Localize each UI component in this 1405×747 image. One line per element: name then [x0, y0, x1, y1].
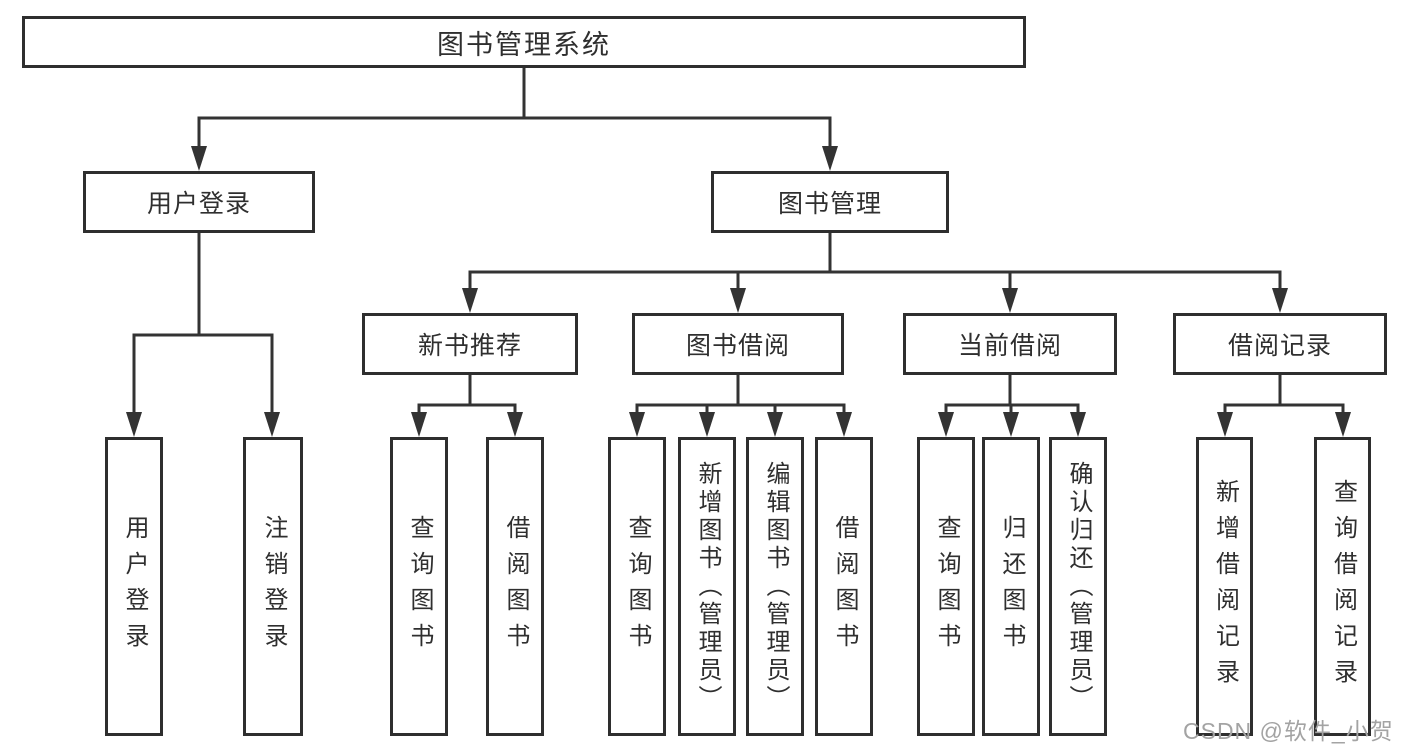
leaf-newbook-borrow-book: 借阅图书: [486, 437, 544, 736]
leaf-borrowing-query-book: 查询图书: [608, 437, 666, 736]
node-new-book-recommend: 新书推荐: [362, 313, 578, 375]
leaf-borrowing-add-book-admin: 新增图书（管理员）: [678, 437, 736, 736]
node-user-login: 用户登录: [83, 171, 315, 233]
leaf-current-query-book: 查询图书: [917, 437, 975, 736]
leaf-current-confirm-return-admin: 确认归还（管理员）: [1049, 437, 1107, 736]
node-book-borrowing: 图书借阅: [632, 313, 844, 375]
watermark-csdn: CSDN @软件_小贺同学: [1183, 718, 1394, 744]
leaf-user-login: 用户登录: [105, 437, 163, 736]
node-root: 图书管理系统: [22, 16, 1026, 68]
node-current-borrowing: 当前借阅: [903, 313, 1117, 375]
leaf-current-return-book: 归还图书: [982, 437, 1040, 736]
node-book-management: 图书管理: [711, 171, 949, 233]
node-borrow-records: 借阅记录: [1173, 313, 1387, 375]
leaf-borrowing-borrow-book: 借阅图书: [815, 437, 873, 736]
leaf-records-add-record: 新增借阅记录: [1196, 437, 1253, 736]
leaf-borrowing-edit-book-admin: 编辑图书（管理员）: [746, 437, 804, 736]
leaf-newbook-query-book: 查询图书: [390, 437, 448, 736]
leaf-logout: 注销登录: [243, 437, 303, 736]
leaf-records-query-record: 查询借阅记录: [1314, 437, 1371, 736]
